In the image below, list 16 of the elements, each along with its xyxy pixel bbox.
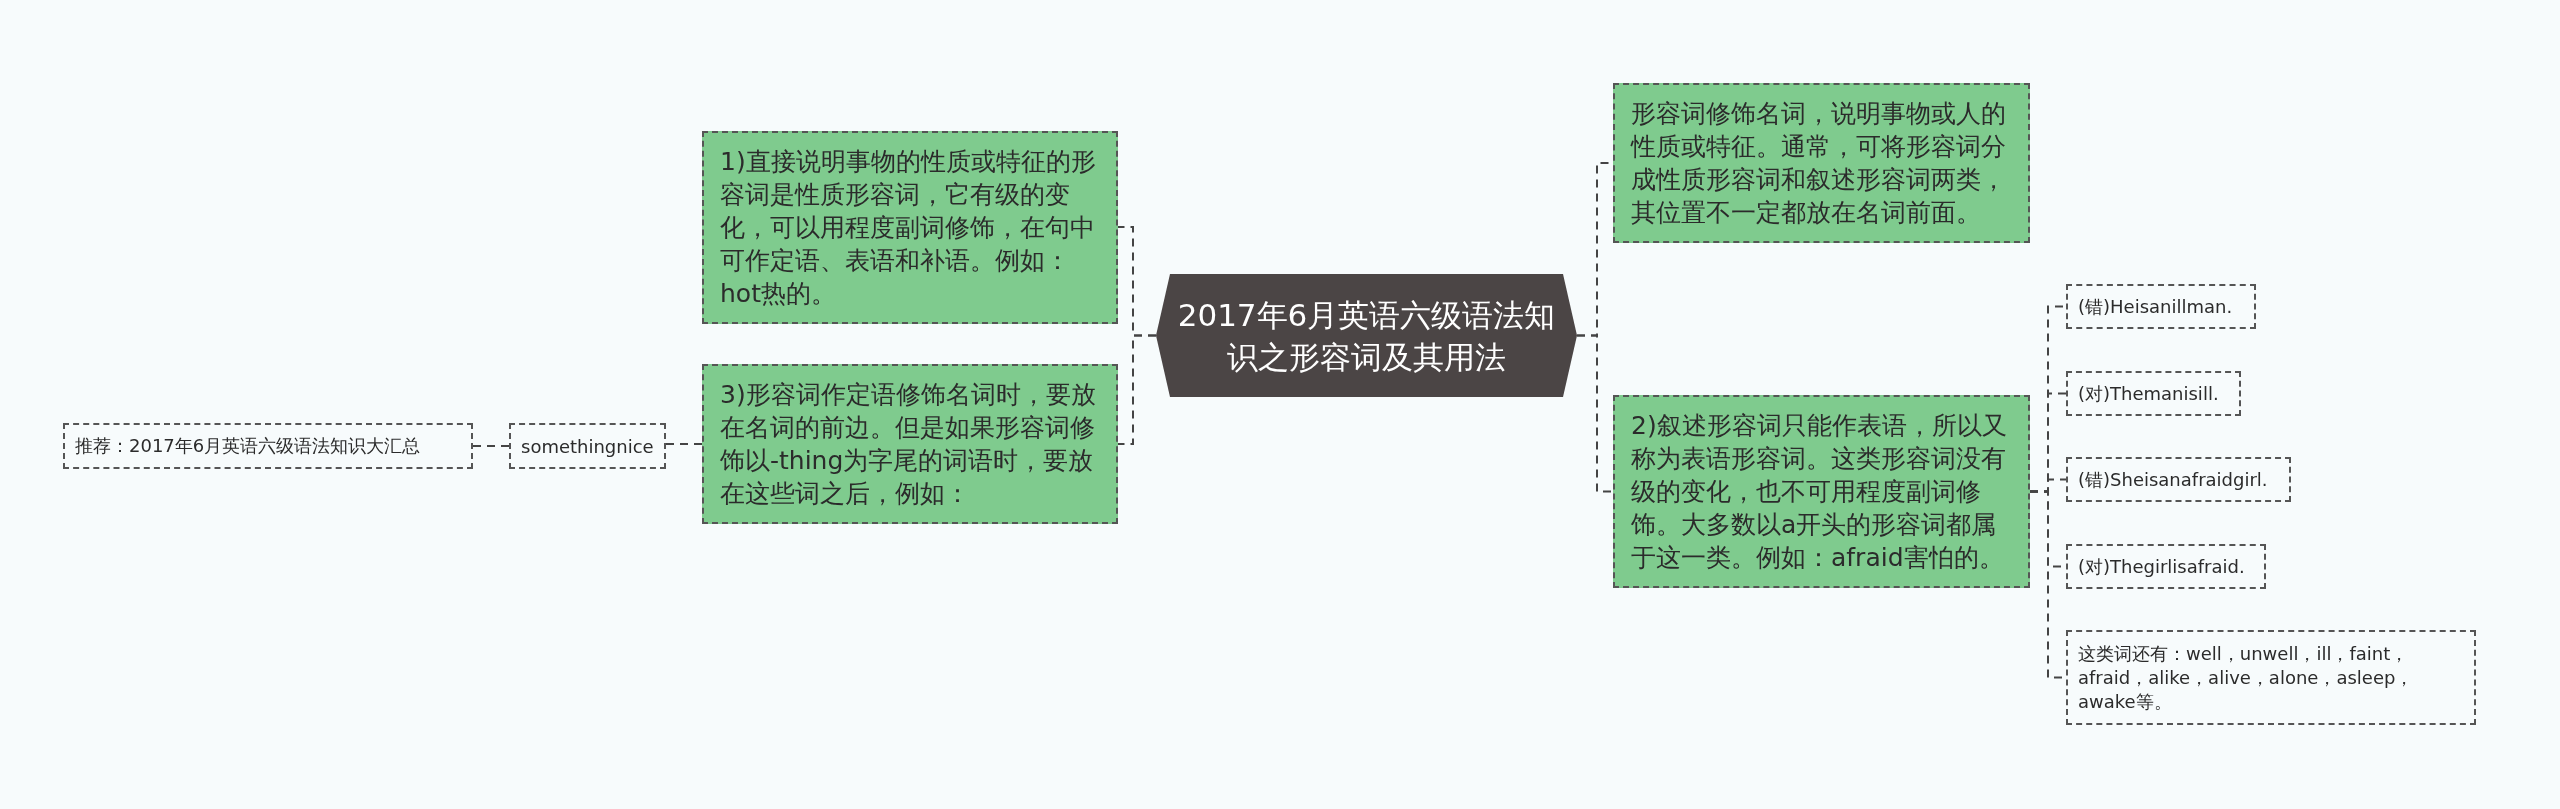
- connector-line: [665, 443, 703, 445]
- title-banner: 2017年6月英语六级语法知识之形容词及其用法: [1156, 274, 1577, 397]
- topic-box: 2)叙述形容词只能作表语，所以又称为表语形容词。这类形容词没有级的变化，也不可用程度副词修饰。大多数以a开头的形容词都属于这一类。例如：afraid害怕的。: [1613, 395, 2030, 588]
- connector-line: [1576, 334, 1614, 493]
- note-box: (错)Sheisanafraidgirl.: [2066, 457, 2291, 502]
- note-box: somethingnice: [509, 423, 666, 469]
- topic-box: 3)形容词作定语修饰名词时，要放在名词的前边。但是如果形容词修饰以-thing为字尾的词语时，要放在这些词之后，例如：: [702, 364, 1118, 524]
- note-box: (错)Heisanillman.: [2066, 284, 2256, 329]
- connector-line: [472, 445, 510, 447]
- note-box: (对)Thegirlisafraid.: [2066, 544, 2266, 589]
- note-box: 推荐：2017年6月英语六级语法知识大汇总: [63, 423, 473, 469]
- topic-box: 形容词修饰名词，说明事物或人的性质或特征。通常，可将形容词分成性质形容词和叙述形容词两类，其位置不一定都放在名词前面。: [1613, 83, 2030, 243]
- topic-box: 1)直接说明事物的性质或特征的形容词是性质形容词，它有级的变化，可以用程度副词修饰，在句中可作定语、表语和补语。例如：hot热的。: [702, 131, 1118, 324]
- note-box: (对)Themanisill.: [2066, 371, 2241, 416]
- note-box: 这类词还有：well，unwell，ill，faint，afraid，alike，alive，alone，asleep，awake等。: [2066, 630, 2476, 725]
- connector-line: [1117, 334, 1157, 445]
